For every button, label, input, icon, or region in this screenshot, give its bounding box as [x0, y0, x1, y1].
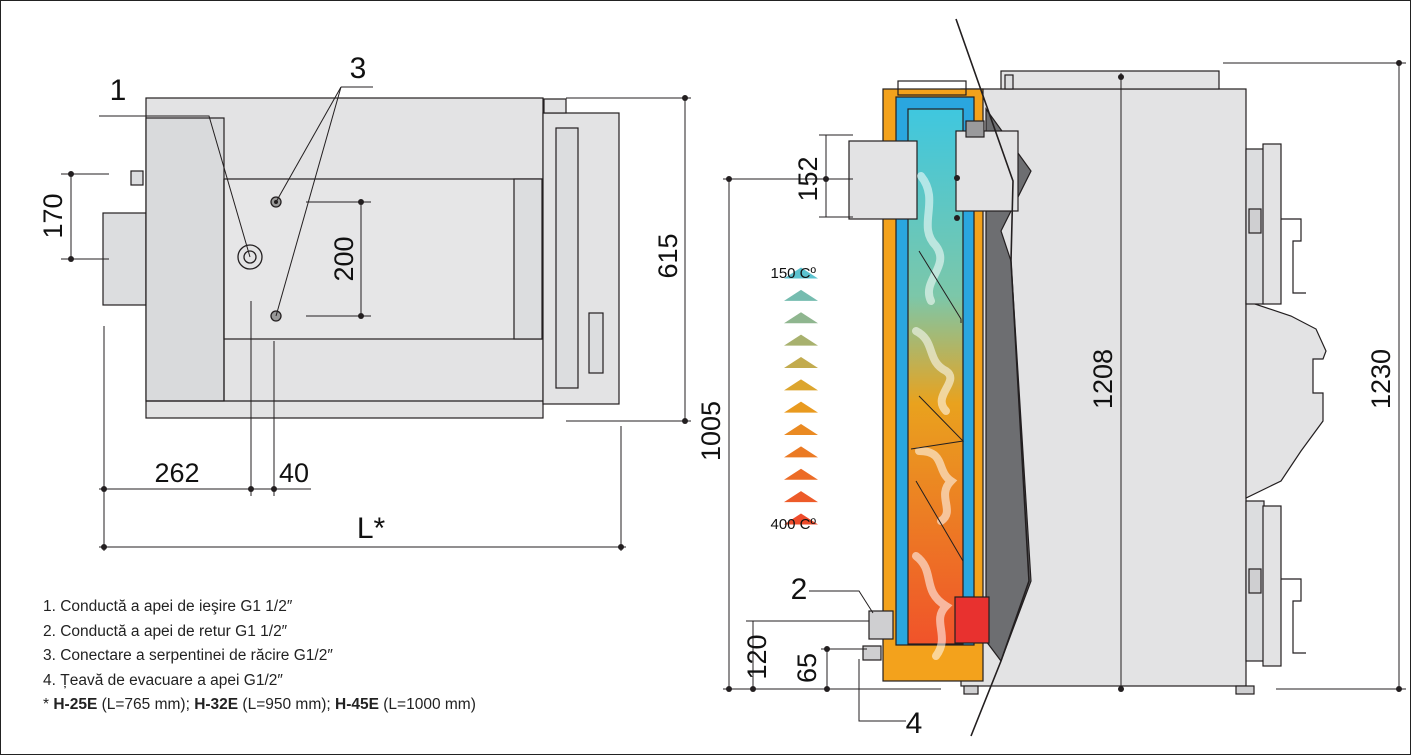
callout-1-label: 1	[110, 74, 127, 107]
temperature-arrow	[784, 491, 818, 503]
top-view-dimension-ticks	[68, 95, 688, 550]
callout-4-label: 4	[906, 707, 923, 740]
dim-120-label: 120	[742, 634, 772, 679]
side-view-cutaway	[848, 80, 1032, 682]
dim-1005-label: 1005	[696, 401, 726, 461]
top-view-boiler	[102, 97, 620, 419]
temperature-arrow	[784, 289, 818, 301]
dim-262-label: 262	[154, 458, 199, 488]
temperature-arrow	[784, 379, 818, 391]
dim-length-label: L*	[357, 512, 386, 545]
model-h25e-spec: (L=765 mm);	[97, 696, 195, 713]
side-view-baffles	[910, 250, 965, 565]
temperature-arrow	[784, 513, 818, 525]
legend-item-3: 3. Conectare a serpentinei de răcire G1/…	[43, 647, 333, 664]
model-h25e: H-25E	[53, 696, 98, 713]
temperature-arrow	[784, 267, 818, 279]
temp-top-label: 150 Cº	[770, 265, 816, 282]
dim-65-label: 65	[792, 653, 822, 683]
dim-1208-label: 1208	[1088, 349, 1118, 409]
side-view-dimension-ticks	[726, 60, 1402, 692]
dim-170-label: 170	[38, 193, 68, 238]
legend-item-4: 4. Țeavă de evacuare a apei G1/2″	[43, 671, 283, 689]
legend: 1. Conductă a apei de ieşire G1 1/2″ 2. …	[43, 595, 683, 718]
model-h32e: H-32E	[194, 696, 239, 713]
dim-1230-label: 1230	[1366, 349, 1396, 409]
model-h32e-spec: (L=950 mm);	[238, 696, 336, 713]
dim-40-label: 40	[279, 458, 309, 488]
dim-200-label: 200	[329, 236, 359, 281]
dim-615-label: 615	[653, 233, 683, 278]
flue-gas-swirls	[912, 172, 958, 660]
temperature-gradient-arrows	[784, 267, 818, 525]
temperature-arrow	[784, 424, 818, 436]
temperature-arrow	[784, 312, 818, 324]
callout-2-label: 2	[791, 573, 808, 606]
legend-item-1: 1. Conductă a apei de ieşire G1 1/2″	[43, 598, 293, 615]
section-cut-line	[955, 18, 1030, 737]
model-prefix: *	[43, 696, 54, 713]
temperature-arrow	[784, 401, 818, 413]
legend-item-2: 2. Conductă a apei de retur G1 1/2″	[43, 622, 288, 640]
temperature-arrow	[784, 334, 818, 346]
temperature-arrow	[784, 468, 818, 480]
callout-3-label: 3	[350, 52, 367, 85]
temp-bottom-label: 400 Cº	[770, 516, 816, 533]
model-h45e-spec: (L=1000 mm)	[378, 696, 476, 713]
temperature-arrow	[784, 446, 818, 458]
dim-152-label: 152	[793, 156, 823, 201]
temperature-arrow	[784, 356, 818, 368]
legend-models: * H-25E (L=765 mm); H-32E (L=950 mm); H-…	[43, 693, 683, 718]
model-h45e: H-45E	[335, 696, 379, 713]
top-view-dimension-lines	[61, 86, 691, 551]
